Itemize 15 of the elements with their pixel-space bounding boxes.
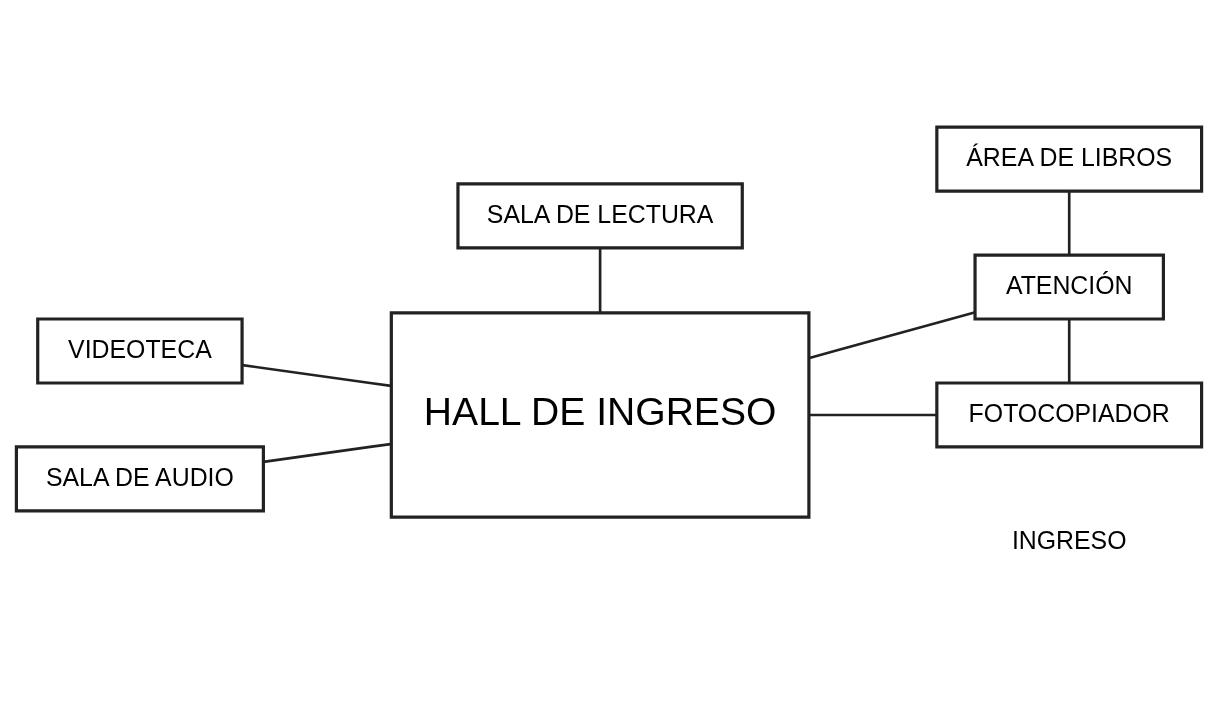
node-box: SALA DE AUDIO — [14, 445, 265, 513]
connector — [242, 363, 392, 388]
connector — [809, 413, 937, 417]
node-box: HALL DE INGRESO — [389, 311, 811, 519]
label: INGRESO — [1011, 526, 1127, 555]
connector — [1067, 191, 1071, 255]
connector — [598, 248, 602, 313]
node-box: VIDEOTECA — [36, 317, 244, 385]
node-box: ATENCIÓN — [973, 253, 1165, 321]
connector — [809, 311, 975, 360]
node-box: SALA DE LECTURA — [456, 182, 744, 250]
connector — [1067, 319, 1071, 383]
node-box: ÁREA DE LIBROS — [935, 125, 1204, 193]
connector — [263, 442, 391, 464]
node-box: FOTOCOPIADOR — [935, 381, 1204, 449]
